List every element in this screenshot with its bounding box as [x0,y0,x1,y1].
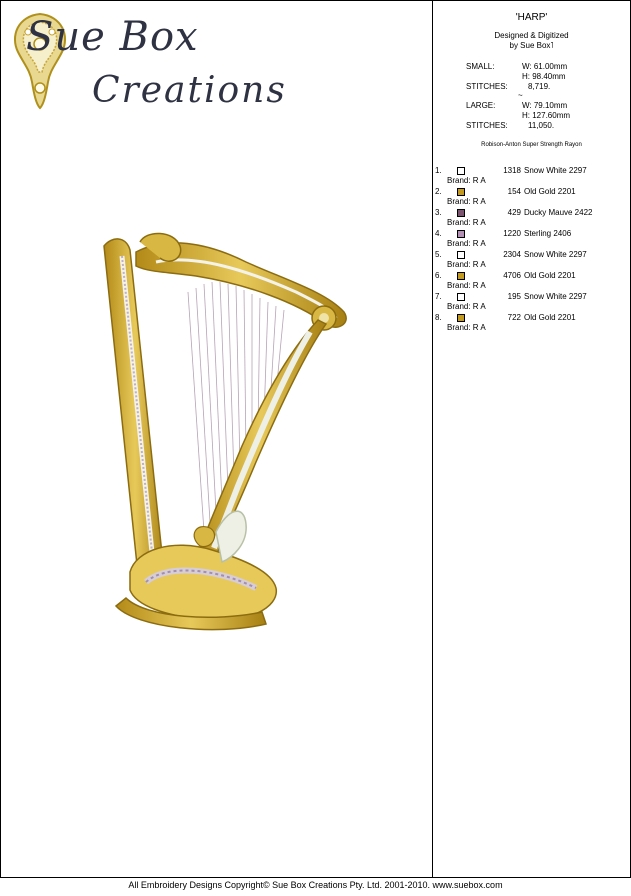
thread-brand: Brand: R A [447,302,486,311]
small-height: H: 98.40mm [522,72,566,81]
thread-code: 154 [507,187,521,196]
small-stitches-label: STITCHES: [466,82,508,91]
large-stitches-label: STITCHES: [466,121,508,130]
page-border-left [0,0,1,878]
logo-text-sue-box: Sue Box [26,14,199,60]
thread-name: Snow White 2297 [524,166,587,175]
thread-code: 1318 [503,166,521,175]
thread-number: 6. [435,271,442,280]
logo-text-creations: Creations [92,70,287,111]
thread-brand: Brand: R A [447,323,486,332]
thread-name: Old Gold 2201 [524,313,576,322]
designer-name: by Sue Box˥ [509,41,554,50]
thread-number: 2. [435,187,442,196]
thread-code: 2304 [503,250,521,259]
small-size-label: SMALL: [466,62,495,71]
thread-brand: Brand: R A [447,260,486,269]
thread-brand: Brand: R A [447,281,486,290]
thread-name: Snow White 2297 [524,292,587,301]
thread-name: Snow White 2297 [524,250,587,259]
copyright-footer: All Embroidery Designs Copyright© Sue Bo… [128,880,503,890]
paisley-logo-icon [13,12,67,110]
thread-code: 722 [507,313,521,322]
thread-code: 429 [507,208,521,217]
thread-number: 1. [435,166,442,175]
thread-name: Old Gold 2201 [524,187,576,196]
thread-number: 3. [435,208,442,217]
page-border-top [0,0,631,1]
small-width: W: 61.00mm [522,62,568,71]
footer-rule [0,877,631,878]
thread-brand-note: Robison-Anton Super Strength Rayon [481,142,582,148]
thread-color-swatch [457,209,465,217]
thread-color-swatch [457,230,465,238]
large-height: H: 127.60mm [522,111,571,120]
thread-color-swatch [457,251,465,259]
large-width: W: 79.10mm [522,101,568,110]
thread-color-swatch [457,314,465,322]
thread-number: 4. [435,229,442,238]
thread-color-swatch [457,272,465,280]
designed-by-label: Designed & Digitized [494,31,569,40]
thread-number: 7. [435,292,442,301]
thread-code: 195 [507,292,521,301]
thread-brand: Brand: R A [447,176,486,185]
small-stitches-count: 8,719. [528,82,551,91]
thread-name: Ducky Mauve 2422 [524,208,593,217]
thread-color-swatch [457,167,465,175]
thread-color-swatch [457,293,465,301]
thread-code: 1220 [503,229,521,238]
thread-code: 4706 [503,271,521,280]
thread-brand: Brand: R A [447,197,486,206]
thread-name: Sterling 2406 [524,229,572,238]
large-stitches-count: 11,050. [528,121,555,130]
harp-embroidery-image [103,232,347,631]
column-divider [432,0,433,878]
tilde-mark: ~ [518,91,523,100]
large-size-label: LARGE: [466,101,496,110]
thread-number: 5. [435,250,442,259]
thread-brand: Brand: R A [447,218,486,227]
thread-brand: Brand: R A [447,239,486,248]
thread-color-swatch [457,188,465,196]
thread-name: Old Gold 2201 [524,271,576,280]
thread-number: 8. [435,313,442,322]
design-title: 'HARP' [515,12,548,23]
